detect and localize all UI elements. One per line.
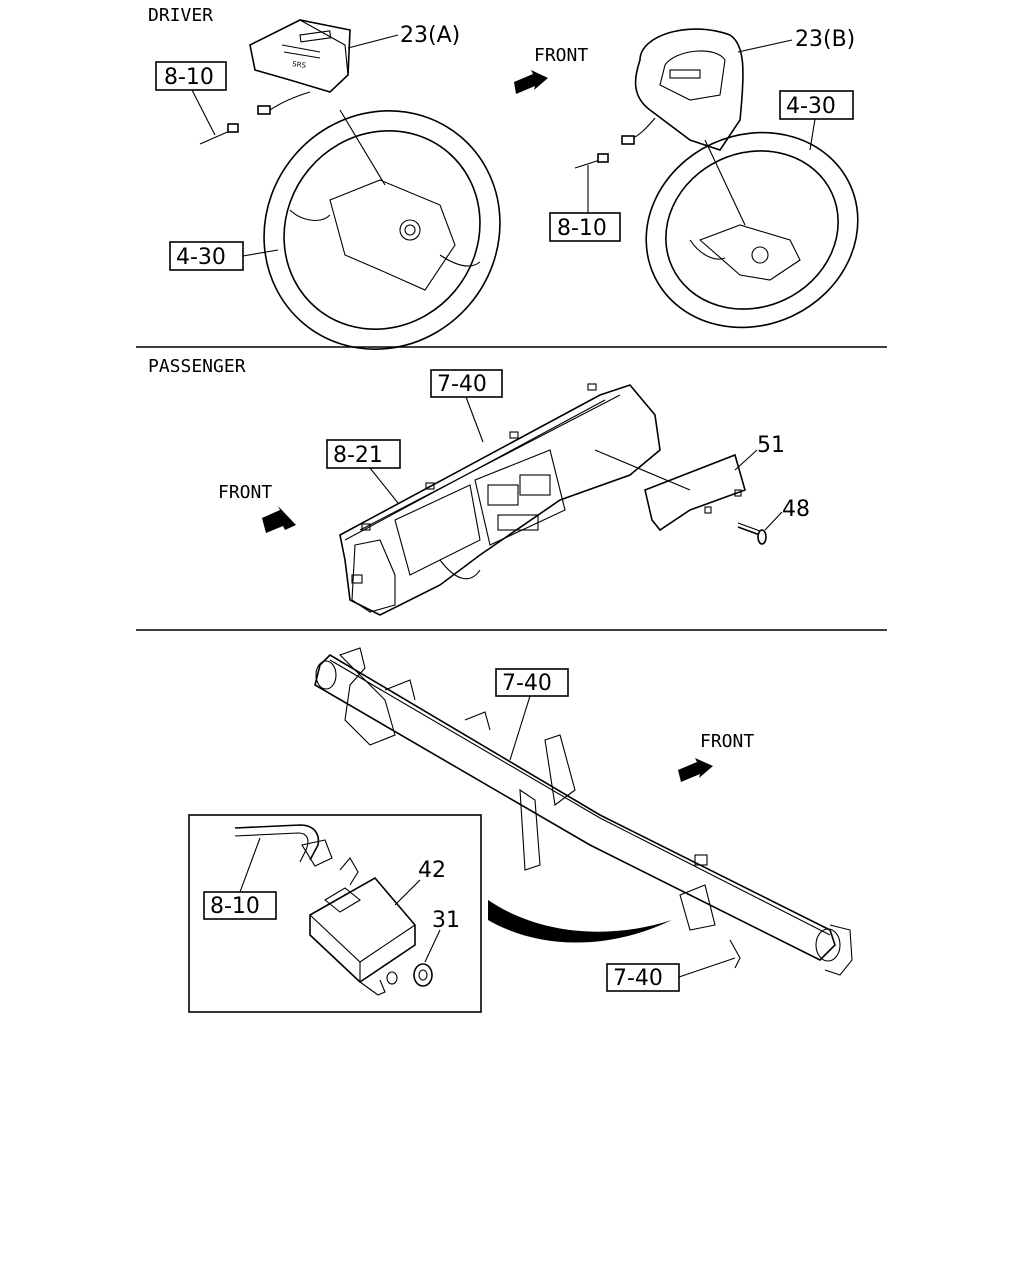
leader-line	[678, 957, 736, 978]
svg-text:4-30: 4-30	[786, 94, 836, 119]
ref-box-4-30-left[interactable]: 4-30	[169, 241, 244, 271]
svg-text:7-40: 7-40	[502, 671, 552, 696]
section-title-passenger: PASSENGER	[148, 356, 246, 377]
leader-line	[339, 109, 386, 186]
svg-text:7-40: 7-40	[437, 372, 487, 397]
part-label-51: 51	[757, 433, 785, 458]
bolt-48[interactable]	[737, 522, 767, 545]
svg-text:7-40: 7-40	[613, 966, 663, 991]
ref-box-8-10-driver-right[interactable]: 8-10	[549, 212, 621, 242]
svg-text:8-10: 8-10	[210, 894, 260, 919]
steering-wheel-right[interactable]	[614, 98, 890, 361]
ref-box-4-30-right[interactable]: 4-30	[779, 90, 854, 120]
ref-box-7-40-passenger[interactable]: 7-40	[430, 369, 503, 398]
connector-icon	[199, 91, 311, 145]
part-label-23a: 23(A)	[400, 23, 460, 48]
airbag-module-23a[interactable]: SRS	[249, 19, 351, 93]
leader-line	[734, 449, 758, 471]
connector-icon	[574, 153, 609, 169]
leader-line	[424, 929, 441, 963]
front-label-driver: FRONT	[534, 45, 588, 66]
svg-text:4-30: 4-30	[176, 245, 226, 270]
leader-line	[239, 837, 261, 893]
ref-box-7-40-bottom[interactable]: 7-40	[606, 963, 680, 992]
instrument-panel[interactable]	[339, 383, 661, 616]
ref-box-8-21[interactable]: 8-21	[326, 439, 401, 469]
svg-text:8-21: 8-21	[333, 443, 383, 468]
passenger-airbag-51[interactable]	[644, 453, 746, 532]
leader-line	[242, 249, 279, 257]
leader-line	[465, 396, 484, 443]
leader-line	[509, 695, 531, 761]
leader-line	[191, 89, 216, 136]
control-unit-42[interactable]	[309, 857, 416, 996]
front-label-passenger: FRONT	[218, 482, 272, 503]
leader-line	[347, 34, 399, 49]
part-label-23b: 23(B)	[795, 27, 855, 52]
nut-31[interactable]	[413, 963, 433, 987]
airbag-module-23b[interactable]	[621, 28, 744, 151]
cross-car-beam[interactable]	[314, 647, 853, 976]
part-label-48: 48	[782, 497, 810, 522]
section-title-driver: DRIVER	[148, 5, 213, 26]
leader-line	[764, 511, 783, 531]
detail-callout-arrow	[488, 900, 672, 943]
leader-line	[594, 449, 691, 491]
front-label-beam: FRONT	[700, 731, 754, 752]
part-label-31: 31	[432, 908, 460, 933]
leader-line	[737, 39, 793, 53]
svg-text:8-10: 8-10	[164, 65, 214, 90]
leader-line	[394, 879, 421, 906]
ref-box-8-10-driver-left[interactable]: 8-10	[155, 61, 227, 91]
wire-harness-icon	[234, 824, 333, 867]
front-arrow-icon	[514, 70, 548, 94]
steering-wheel-left[interactable]	[215, 63, 548, 398]
front-arrow-icon	[262, 506, 296, 533]
ref-box-8-10-inset[interactable]: 8-10	[203, 891, 277, 920]
svg-text:8-10: 8-10	[557, 216, 607, 241]
front-arrow-icon	[678, 758, 713, 782]
svg-text:SRS: SRS	[292, 60, 307, 70]
part-label-42: 42	[418, 858, 446, 883]
ref-box-7-40-beam[interactable]: 7-40	[495, 668, 569, 697]
leader-line	[704, 139, 746, 226]
